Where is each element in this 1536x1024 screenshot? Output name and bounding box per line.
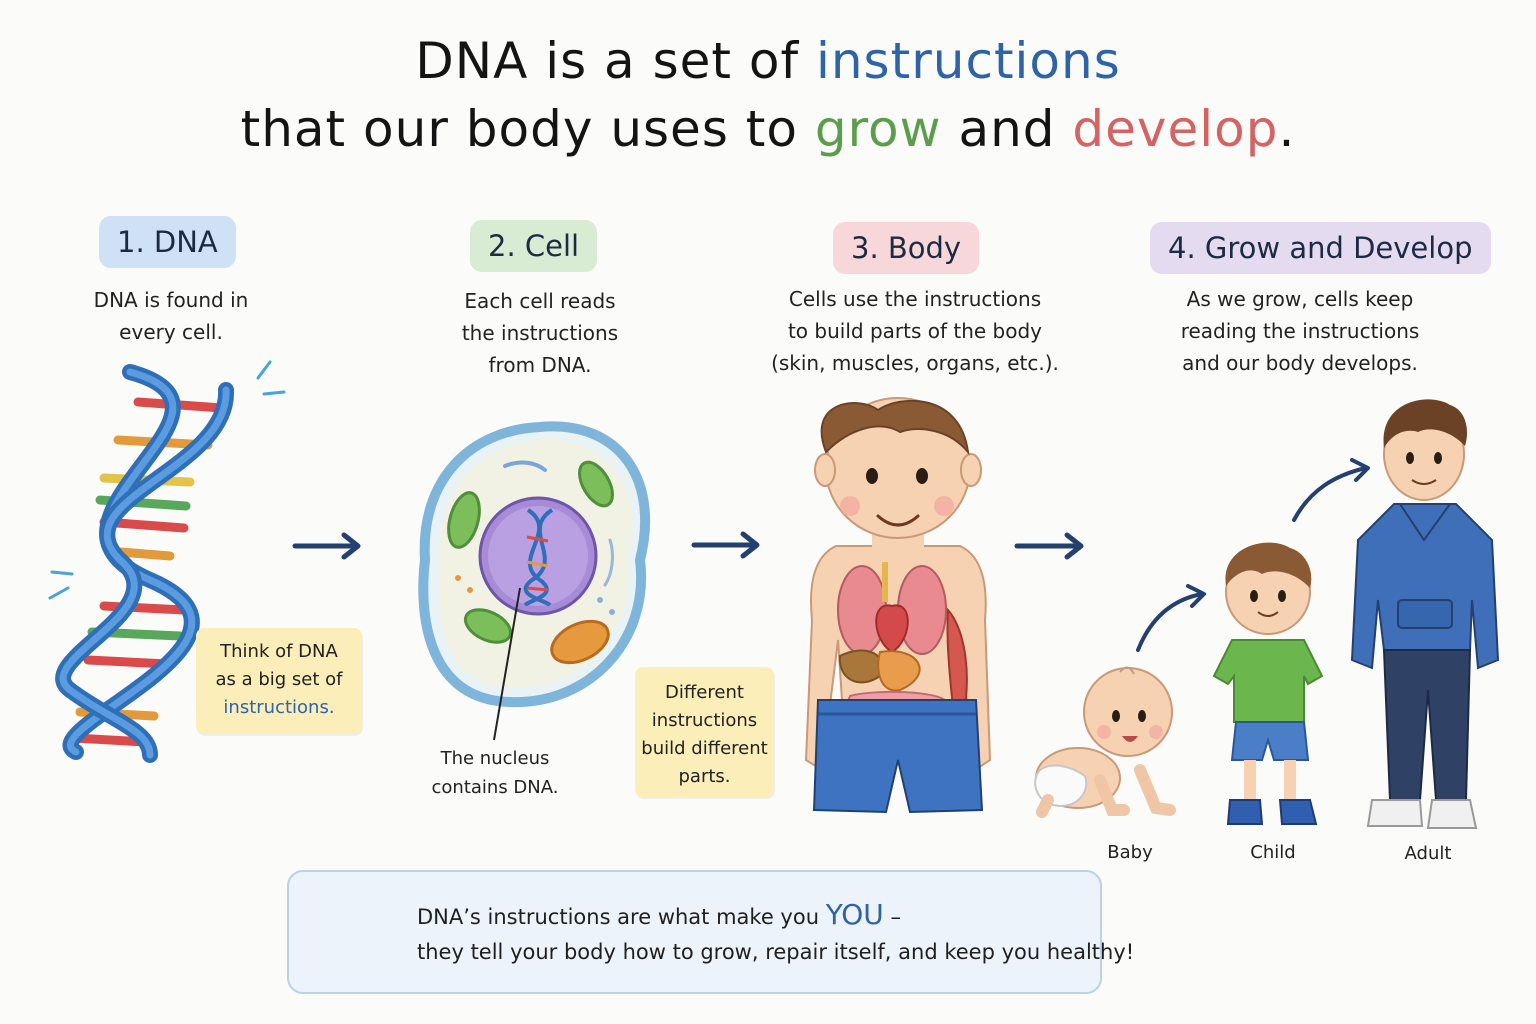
stage-label-child: Child	[1250, 842, 1296, 863]
desc-line: the instructions	[461, 321, 619, 345]
dna-helix-icon	[48, 360, 286, 763]
note-line: Think of DNA	[220, 641, 338, 662]
note-line: as a big set of	[215, 669, 343, 690]
title-grow-word: grow	[814, 100, 942, 158]
nucleus-label: The nucleus contains DNA.	[410, 744, 580, 802]
summary-line-2: they tell your body how to grow, repair …	[417, 940, 1135, 964]
step-3-description: Cells use the instructions to build part…	[740, 283, 1090, 379]
label-line: The nucleus	[440, 748, 550, 769]
title-text: .	[1278, 100, 1296, 158]
step-4-description: As we grow, cells keep reading the instr…	[1140, 283, 1460, 379]
page-title-line-1: DNA is a set of instructions	[0, 32, 1536, 90]
note-highlight: instructions.	[223, 697, 335, 718]
desc-line: (skin, muscles, organs, etc.).	[771, 351, 1059, 375]
title-develop-word: develop	[1072, 100, 1279, 158]
step-1-badge: 1. DNA	[99, 216, 236, 268]
cell-icon	[418, 421, 651, 741]
desc-line: DNA is found in	[93, 288, 249, 312]
note-line: instructions	[651, 710, 758, 731]
page-title-line-2: that our body uses to grow and develop.	[0, 100, 1536, 158]
desc-line: from DNA.	[488, 353, 592, 377]
title-text: and	[941, 100, 1073, 158]
title-instructions-word: instructions	[815, 32, 1121, 90]
stage-label-baby: Baby	[1107, 842, 1153, 863]
step-3-badge: 3. Body	[833, 222, 980, 274]
child-icon	[1212, 542, 1324, 825]
title-text: DNA is a set of	[415, 32, 816, 90]
note-line: parts.	[678, 766, 731, 787]
summary-line-1: DNA’s instructions are what make you YOU…	[417, 898, 901, 931]
desc-line: reading the instructions	[1180, 319, 1420, 343]
body-organs-icon	[804, 397, 992, 814]
note-line: Different	[665, 682, 744, 703]
summary-text: –	[883, 905, 901, 929]
desc-line: and our body develops.	[1182, 351, 1418, 375]
desc-line: As we grow, cells keep	[1186, 287, 1414, 311]
desc-line: to build parts of the body	[787, 319, 1043, 343]
summary-text: DNA’s instructions are what make you	[417, 905, 826, 929]
arrow-right-icon	[292, 531, 1084, 560]
dna-sticky-note: Think of DNA as a big set of instruction…	[196, 628, 362, 734]
desc-line: Each cell reads	[464, 289, 616, 313]
adult-icon	[1350, 399, 1500, 829]
note-line: build different	[641, 738, 768, 759]
summary-callout: DNA’s instructions are what make you YOU…	[287, 870, 1134, 994]
title-text: that our body uses to	[240, 100, 815, 158]
body-sticky-note: Different instructions build different p…	[635, 667, 774, 797]
step-2-badge: 2. Cell	[470, 220, 598, 272]
stage-label-adult: Adult	[1404, 843, 1452, 864]
growth-arrow-icon	[1136, 458, 1370, 652]
desc-line: every cell.	[119, 320, 223, 344]
step-1-description: DNA is found in every cell.	[60, 284, 282, 348]
step-4-badge: 4. Grow and Develop	[1150, 222, 1491, 274]
summary-you-word: YOU	[825, 898, 884, 931]
desc-line: Cells use the instructions	[788, 287, 1042, 311]
step-2-description: Each cell reads the instructions from DN…	[420, 285, 660, 381]
label-line: contains DNA.	[431, 777, 559, 798]
baby-icon	[1034, 666, 1176, 818]
